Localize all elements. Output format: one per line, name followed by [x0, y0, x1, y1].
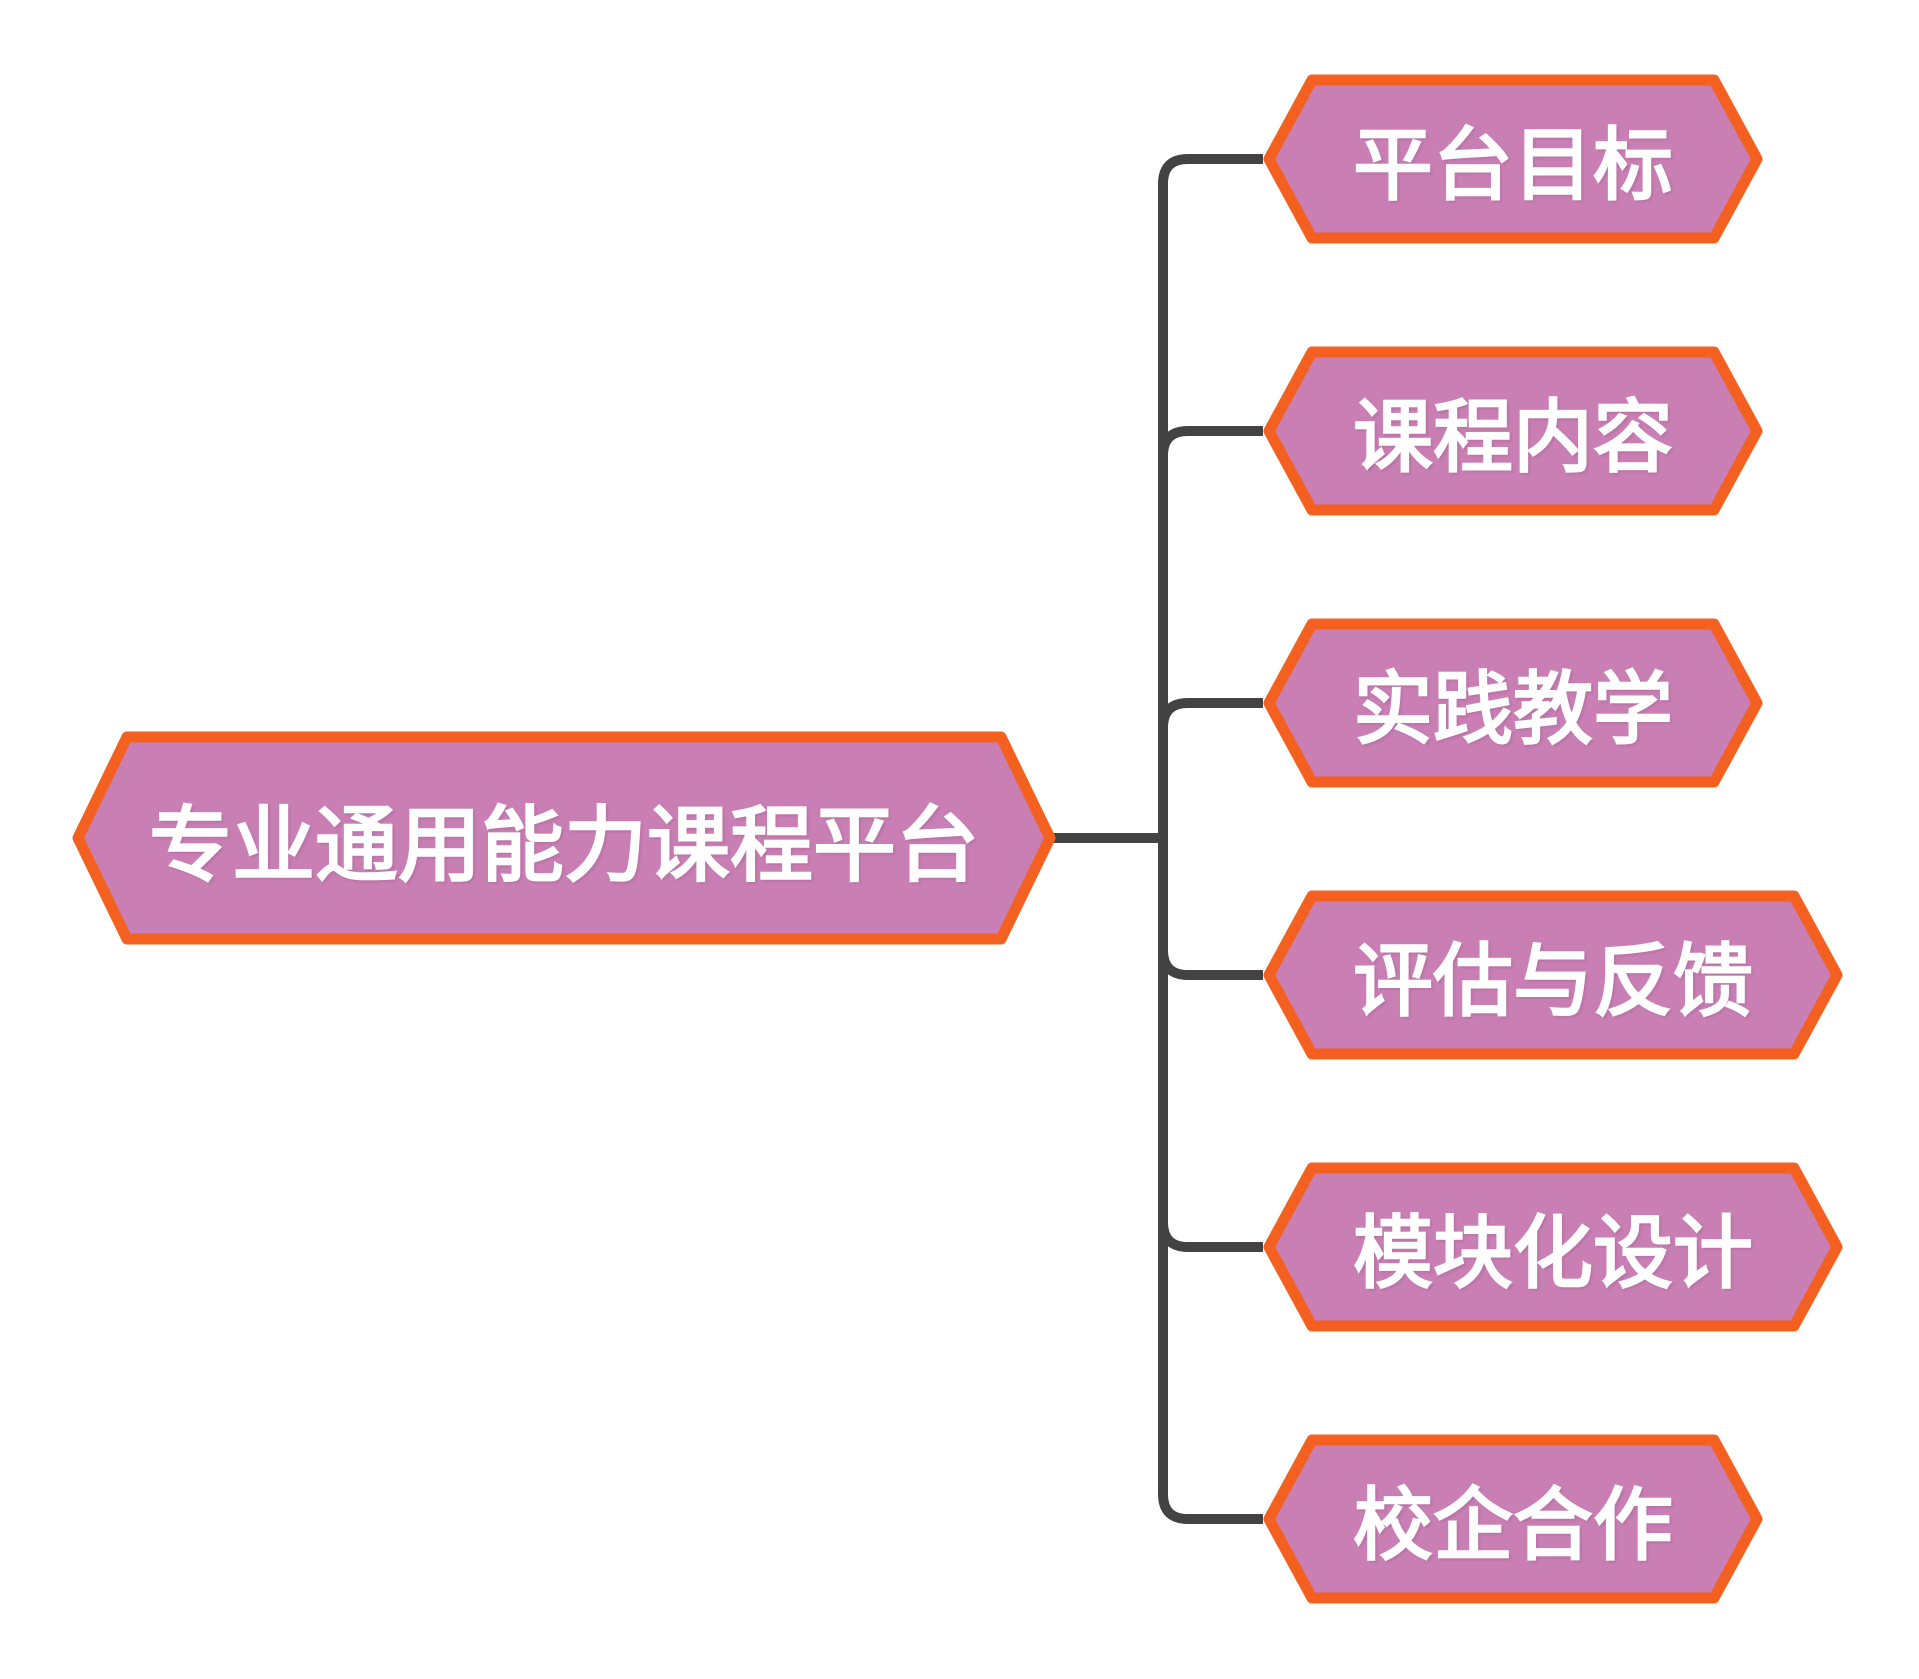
node-label: 模块化设计: [1353, 1209, 1753, 1298]
branch-node-evaluation-feedback[interactable]: 评估与反馈: [1263, 890, 1843, 1060]
connector-branch5: [1158, 1221, 1263, 1252]
branch-node-course-content[interactable]: 课程内容: [1263, 346, 1763, 516]
branch-node-practical-teaching[interactable]: 实践教学: [1263, 618, 1763, 788]
node-label: 课程内容: [1353, 393, 1673, 482]
hexagon-shape: [72, 731, 1056, 945]
node-label: 平台目标: [1353, 121, 1673, 210]
connector-branch4: [1158, 949, 1263, 980]
hexagon-shape: [1263, 1162, 1843, 1332]
hexagon-shape: [1263, 1434, 1763, 1604]
connector-branch2: [1158, 426, 1263, 457]
central-topic-node[interactable]: 专业通用能力课程平台: [72, 731, 1056, 945]
branch-node-modular-design[interactable]: 模块化设计: [1263, 1162, 1843, 1332]
node-label: 评估与反馈: [1353, 937, 1753, 1026]
hexagon-shape: [1263, 74, 1763, 244]
branch-node-platform-goals[interactable]: 平台目标: [1263, 74, 1763, 244]
node-label: 专业通用能力课程平台: [149, 799, 979, 892]
connector-trunk-branch1-branch6: [1158, 154, 1263, 1524]
hexagon-shape: [1263, 618, 1763, 788]
branch-node-school-enterprise-cooperation[interactable]: 校企合作: [1263, 1434, 1763, 1604]
hexagon-shape: [1263, 346, 1763, 516]
node-label: 校企合作: [1353, 1481, 1673, 1570]
hexagon-shape: [1263, 890, 1843, 1060]
node-label: 实践教学: [1353, 665, 1673, 754]
connector-branch3: [1158, 698, 1263, 729]
